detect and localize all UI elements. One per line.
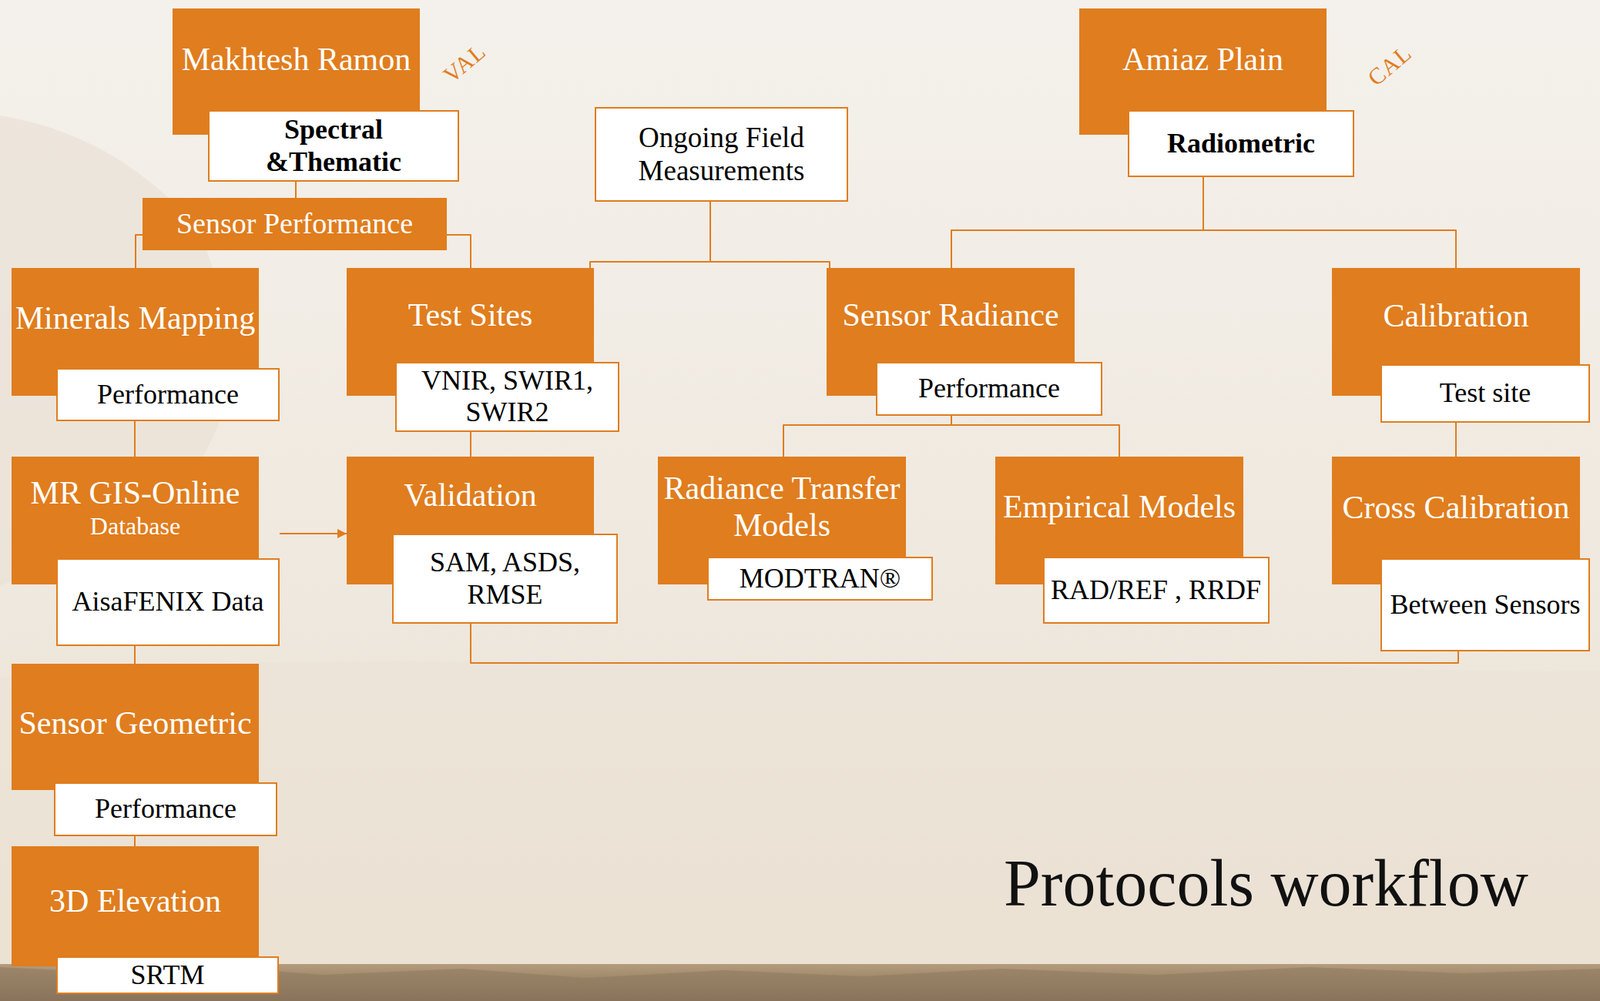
node-box: Cross CalibrationBetween Sensors bbox=[1331, 456, 1590, 652]
node-box: ValidationSAM, ASDS, RMSE bbox=[346, 456, 618, 624]
box-text: Test site bbox=[1388, 377, 1583, 410]
node-box: Radiance Transfer ModelsMODTRAN® bbox=[657, 456, 933, 601]
node-box: Makhtesh RamonSpectral &Thematic bbox=[172, 8, 460, 182]
heading-area: Calibration bbox=[1331, 268, 1580, 365]
box-heading: Sensor Performance bbox=[145, 207, 444, 242]
box-heading: Sensor Geometric bbox=[14, 704, 256, 742]
process-box: Sensor Performance bbox=[142, 197, 447, 251]
connector-line bbox=[135, 234, 143, 269]
node-box: Sensor Performance bbox=[142, 197, 447, 251]
label-box: Performance bbox=[56, 368, 280, 422]
label-box: VNIR, SWIR1, SWIR2 bbox=[395, 362, 620, 433]
node-box: Sensor GeometricPerformance bbox=[11, 664, 278, 837]
box-heading: Amiaz Plain bbox=[1082, 40, 1324, 78]
connector-line bbox=[951, 177, 1204, 269]
heading-area: Amiaz Plain bbox=[1079, 8, 1327, 111]
connector-line bbox=[134, 836, 136, 847]
heading-area: 3D Elevation bbox=[11, 846, 259, 957]
box-heading: MR GIS-Online bbox=[14, 474, 256, 512]
box-text: AisaFENIX Data bbox=[63, 586, 272, 618]
node-box: 3D ElevationSRTM bbox=[11, 846, 279, 995]
connector-line bbox=[446, 234, 471, 269]
node-box: Minerals MappingPerformance bbox=[11, 268, 280, 422]
label-box: Radiometric bbox=[1127, 110, 1355, 178]
heading-area: Test Sites bbox=[346, 268, 594, 363]
connector-line bbox=[134, 421, 136, 457]
heading-area: Makhtesh Ramon bbox=[172, 8, 420, 111]
box-text: Between Sensors bbox=[1388, 589, 1583, 621]
connector-line bbox=[951, 415, 1120, 457]
node-box: Amiaz PlainRadiometric bbox=[1079, 8, 1355, 178]
box-text: SRTM bbox=[63, 959, 272, 992]
label-box: Performance bbox=[53, 782, 278, 837]
box-text: VNIR, SWIR1, SWIR2 bbox=[402, 365, 612, 430]
box-text: Performance bbox=[61, 793, 270, 826]
connector-line bbox=[279, 533, 347, 535]
node-box: CalibrationTest site bbox=[1331, 268, 1590, 423]
box-heading: Cross Calibration bbox=[1335, 489, 1577, 527]
connector-line bbox=[783, 415, 952, 457]
node-box: Empirical ModelsRAD/REF , RRDF bbox=[995, 456, 1270, 624]
label-box: Between Sensors bbox=[1380, 558, 1590, 652]
box-text: Spectral &Thematic bbox=[215, 114, 452, 178]
process-box: 3D Elevation bbox=[11, 846, 259, 967]
box-text: MODTRAN® bbox=[714, 563, 926, 595]
connector-line bbox=[1455, 422, 1457, 457]
heading-area: Cross Calibration bbox=[1331, 456, 1580, 559]
connector-line bbox=[469, 432, 472, 457]
box-heading: Radiance Transfer Models bbox=[660, 469, 903, 545]
heading-area: Sensor Geometric bbox=[11, 664, 259, 783]
node-box: Sensor RadiancePerformance bbox=[826, 268, 1103, 416]
label-box: AisaFENIX Data bbox=[56, 558, 280, 647]
label-box: SAM, ASDS, RMSE bbox=[392, 533, 618, 624]
connector-line bbox=[710, 201, 830, 269]
diagram-title: Protocols workflow bbox=[1003, 845, 1529, 923]
heading-area: Radiance Transfer Models bbox=[657, 456, 906, 557]
label-box: RAD/REF , RRDF bbox=[1043, 556, 1270, 624]
heading-area: Empirical Models bbox=[995, 456, 1244, 557]
connector-line bbox=[295, 181, 297, 198]
box-heading: Empirical Models bbox=[998, 488, 1241, 526]
connector-line bbox=[134, 646, 136, 665]
box-text: Performance bbox=[63, 379, 272, 411]
box-text: Ongoing Field Measurements bbox=[602, 121, 841, 188]
heading-area: MR GIS-OnlineDatabase bbox=[11, 456, 259, 559]
node-box: Test SitesVNIR, SWIR1, SWIR2 bbox=[346, 268, 620, 433]
label-box: Ongoing Field Measurements bbox=[594, 107, 849, 202]
box-heading: Makhtesh Ramon bbox=[175, 40, 417, 78]
box-text: Radiometric bbox=[1135, 127, 1347, 160]
label-box: Spectral &Thematic bbox=[207, 110, 460, 182]
connector-line bbox=[590, 201, 711, 269]
box-heading: Database bbox=[14, 512, 256, 541]
heading-area: Minerals Mapping bbox=[11, 268, 259, 369]
box-heading: Minerals Mapping bbox=[14, 299, 256, 337]
box-heading: Sensor Radiance bbox=[829, 296, 1072, 334]
label-box: Test site bbox=[1380, 364, 1590, 423]
box-text: Performance bbox=[883, 372, 1095, 405]
box-heading: 3D Elevation bbox=[14, 882, 256, 920]
connector-line bbox=[1203, 177, 1456, 269]
box-text: RAD/REF , RRDF bbox=[1050, 574, 1262, 607]
heading-area: Sensor Radiance bbox=[826, 268, 1075, 363]
box-heading: Calibration bbox=[1335, 297, 1577, 335]
heading-area: Sensor Performance bbox=[142, 197, 447, 251]
box-heading: Validation bbox=[349, 476, 591, 514]
box-text: SAM, ASDS, RMSE bbox=[399, 546, 611, 611]
label-box: Performance bbox=[875, 362, 1103, 416]
node-box: Ongoing Field Measurements bbox=[594, 107, 849, 202]
box-heading: Test Sites bbox=[349, 296, 591, 334]
process-box: Sensor Geometric bbox=[11, 664, 259, 791]
label-box: SRTM bbox=[56, 956, 279, 995]
node-box: MR GIS-OnlineDatabaseAisaFENIX Data bbox=[11, 456, 280, 647]
connector-line bbox=[470, 623, 1459, 664]
heading-area: Validation bbox=[346, 456, 594, 534]
label-box: MODTRAN® bbox=[707, 556, 933, 601]
